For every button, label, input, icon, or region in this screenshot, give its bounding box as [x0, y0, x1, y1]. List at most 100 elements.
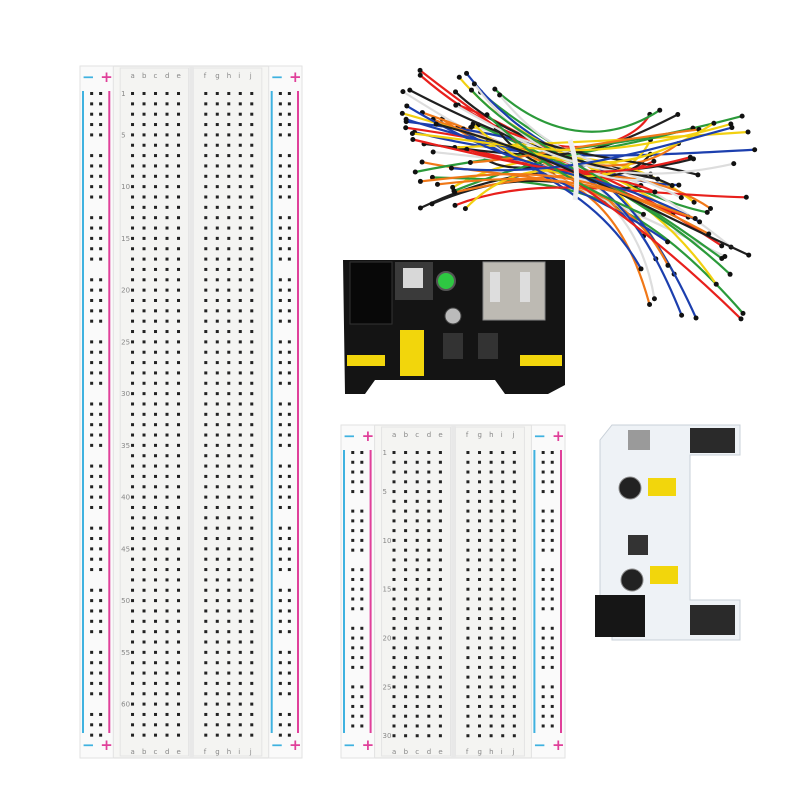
column-label: f: [204, 748, 207, 756]
terminal-hole: [131, 692, 135, 696]
terminal-hole: [215, 392, 219, 396]
terminal-hole: [165, 112, 169, 116]
wire-connector: [492, 86, 498, 92]
terminal-hole: [131, 340, 135, 344]
rail-hole: [351, 470, 355, 474]
terminal-hole: [131, 588, 135, 592]
terminal-hole: [250, 402, 254, 406]
terminal-hole: [215, 278, 219, 282]
terminal-hole: [177, 185, 181, 189]
terminal-hole: [227, 495, 231, 499]
terminal-hole: [131, 92, 135, 95]
terminal-hole: [427, 519, 431, 523]
rail-hole: [90, 309, 94, 313]
terminal-hole: [238, 298, 242, 302]
terminal-hole: [238, 485, 242, 489]
terminal-hole: [415, 451, 419, 454]
rail-hole: [550, 470, 554, 474]
terminal-hole: [392, 656, 396, 660]
rail-hole: [90, 733, 94, 737]
terminal-hole: [466, 548, 470, 552]
column-label: f: [466, 748, 469, 756]
terminal-hole: [392, 480, 396, 484]
terminal-hole: [227, 154, 231, 158]
terminal-hole: [215, 319, 219, 323]
terminal-hole: [142, 267, 146, 271]
column-label: c: [154, 72, 158, 80]
terminal-hole: [227, 702, 231, 706]
terminal-hole: [489, 665, 493, 669]
wire-connector: [412, 169, 418, 175]
terminal-hole: [250, 92, 254, 95]
wire-connector: [640, 211, 646, 217]
terminal-hole: [250, 350, 254, 354]
terminal-hole: [427, 704, 431, 708]
rail-hole: [360, 490, 364, 494]
terminal-hole: [238, 226, 242, 230]
rail-hole: [550, 656, 554, 660]
terminal-hole: [227, 236, 231, 240]
rail-plus-sign: +: [552, 427, 565, 445]
jumper-wire: [486, 113, 644, 216]
terminal-hole: [177, 526, 181, 530]
terminal-hole: [154, 723, 158, 727]
column-label: h: [227, 72, 231, 80]
terminal-hole: [154, 205, 158, 209]
wire-connector: [468, 87, 474, 93]
rail-hole: [541, 695, 545, 699]
terminal-hole: [142, 247, 146, 251]
rail-hole: [90, 630, 94, 634]
terminal-hole: [227, 712, 231, 716]
row-number: 40: [121, 494, 130, 502]
terminal-hole: [165, 557, 169, 561]
terminal-hole: [142, 288, 146, 292]
terminal-hole: [404, 558, 408, 562]
terminal-hole: [250, 454, 254, 458]
terminal-hole: [415, 656, 419, 660]
rail-hole: [351, 656, 355, 660]
rail-hole: [90, 319, 94, 323]
terminal-hole: [215, 340, 219, 344]
terminal-hole: [438, 695, 442, 699]
terminal-hole: [438, 577, 442, 581]
terminal-hole: [404, 685, 408, 689]
terminal-hole: [131, 495, 135, 499]
rail-hole: [99, 505, 103, 509]
terminal-hole: [392, 568, 396, 572]
terminal-hole: [404, 548, 408, 552]
terminal-hole: [215, 236, 219, 240]
terminal-hole: [512, 597, 516, 601]
terminal-hole: [512, 558, 516, 562]
rail-hole: [278, 226, 282, 230]
wire-connector: [746, 252, 752, 258]
column-label: b: [142, 72, 147, 80]
rail-hole: [278, 495, 282, 499]
terminal-hole: [154, 226, 158, 230]
terminal-hole: [165, 236, 169, 240]
terminal-hole: [392, 714, 396, 718]
terminal-hole: [427, 675, 431, 679]
terminal-hole: [227, 516, 231, 520]
terminal-hole: [501, 636, 505, 640]
terminal-hole: [204, 485, 208, 489]
terminal-hole: [392, 607, 396, 611]
terminal-hole: [204, 154, 208, 158]
terminal-hole: [131, 650, 135, 654]
jumper-header: [650, 566, 678, 584]
terminal-hole: [177, 578, 181, 582]
column-label: i: [501, 748, 503, 756]
rail-hole: [278, 371, 282, 375]
rail-hole: [287, 723, 291, 727]
wire-connector: [403, 125, 409, 131]
terminal-hole: [215, 288, 219, 292]
terminal-hole: [131, 433, 135, 437]
terminal-hole: [227, 423, 231, 427]
terminal-hole: [177, 640, 181, 644]
voltage-regulator: [628, 535, 648, 555]
terminal-hole: [177, 485, 181, 489]
terminal-hole: [165, 216, 169, 220]
rail-hole: [287, 547, 291, 551]
terminal-hole: [238, 267, 242, 271]
row-number: 50: [121, 597, 130, 605]
column-label: d: [165, 72, 169, 80]
